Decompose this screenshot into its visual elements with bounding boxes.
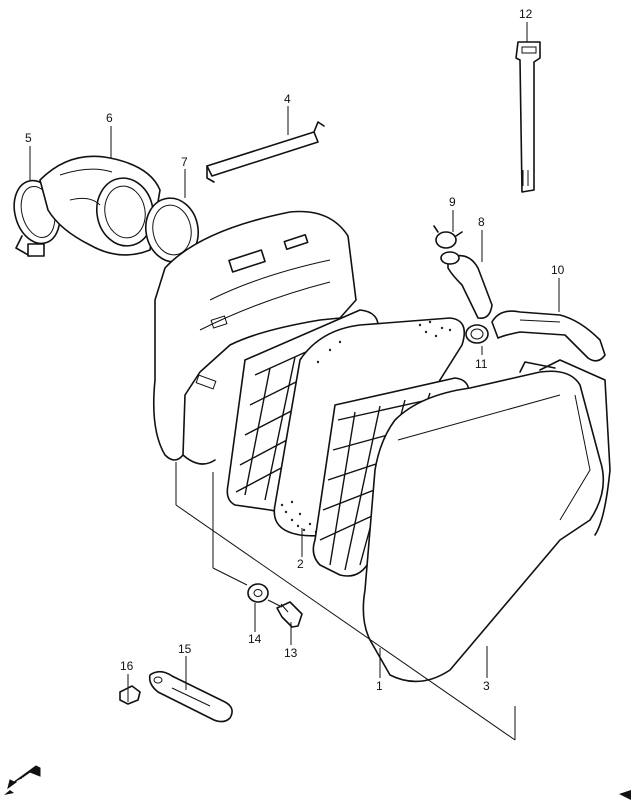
callout-9: 9 bbox=[449, 195, 456, 209]
callout-10: 10 bbox=[551, 263, 565, 277]
callout-8: 8 bbox=[478, 215, 485, 229]
callout-13: 13 bbox=[284, 646, 298, 660]
callout-7: 7 bbox=[181, 155, 188, 169]
air-cleaner-housing bbox=[152, 210, 357, 465]
forward-arrow-icon: FWD bbox=[4, 765, 41, 795]
callout-6: 6 bbox=[106, 111, 113, 125]
part-11-clip bbox=[465, 324, 489, 344]
part-8-hose bbox=[440, 251, 493, 320]
callout-16: 16 bbox=[120, 659, 134, 673]
part-4-bracket bbox=[206, 121, 325, 183]
callout-12: 12 bbox=[519, 7, 533, 21]
part-12-strap bbox=[515, 41, 541, 193]
part-3-cover bbox=[362, 359, 611, 683]
forward-marker-label: FWD bbox=[16, 773, 33, 787]
part-13-screw bbox=[276, 601, 303, 628]
corner-mark-icon bbox=[619, 790, 631, 800]
callout-leaders bbox=[29, 22, 560, 690]
callout-15: 15 bbox=[178, 642, 192, 656]
assembly-reference-lines bbox=[175, 462, 516, 741]
part-14-washer bbox=[247, 583, 269, 603]
callout-11: 11 bbox=[475, 357, 488, 371]
part-10-breather-pipe bbox=[491, 310, 606, 362]
callout-14: 14 bbox=[248, 632, 262, 646]
callout-labels: 12 4 5 6 7 9 8 10 11 2 14 13 1 3 15 16 bbox=[25, 7, 565, 693]
part-9-clip bbox=[433, 225, 463, 249]
callout-2: 2 bbox=[297, 557, 304, 571]
part-15-bracket bbox=[148, 670, 233, 723]
callout-4: 4 bbox=[284, 92, 291, 106]
part-6-intake-tube bbox=[39, 155, 161, 256]
part-16-bolt bbox=[119, 685, 141, 705]
callout-1: 1 bbox=[376, 679, 383, 693]
callout-3: 3 bbox=[483, 679, 490, 693]
callout-5: 5 bbox=[25, 131, 32, 145]
